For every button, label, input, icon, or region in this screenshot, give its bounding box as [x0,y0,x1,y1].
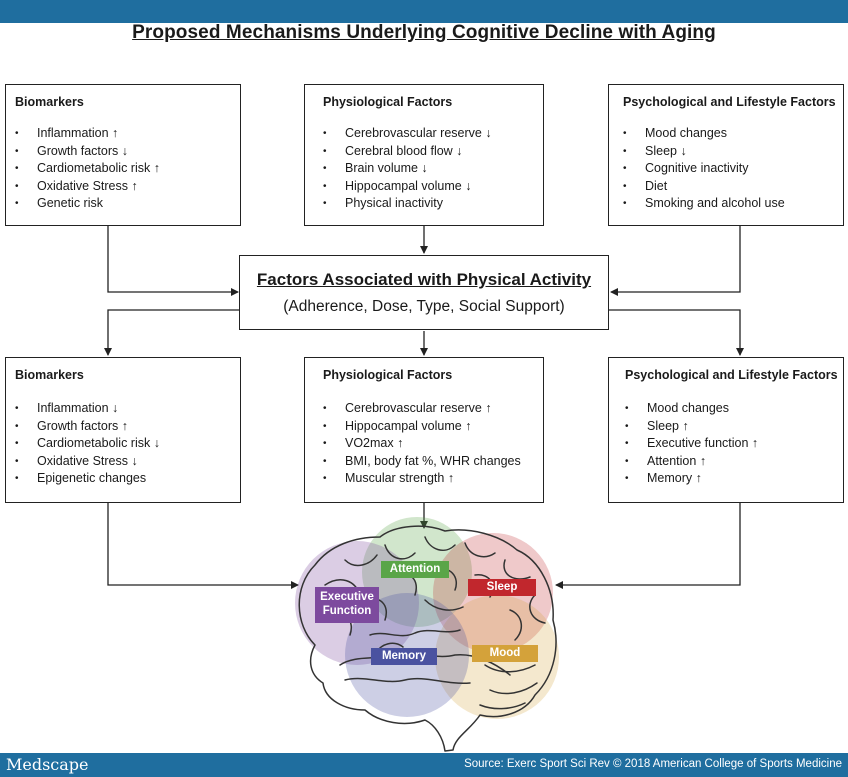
box-title: Physiological Factors [323,368,453,382]
diagram-title: Proposed Mechanisms Underlying Cognitive… [132,22,716,43]
arrow-biomarkers-to-brain [107,503,299,589]
box-title: Psychological and Lifestyle Factors [625,368,838,382]
footer-banner: Medscape Source: Exerc Sport Sci Rev © 2… [0,753,848,777]
list-item: BMI, body fat %, WHR changes [323,453,521,471]
list-item: Sleep ↑ [625,418,758,436]
box-list: Cerebrovascular reserve ↓ Cerebral blood… [323,125,492,213]
memory-label: Memory [371,648,437,665]
box-list: Mood changes Sleep ↑ Executive function … [625,400,758,488]
list-item: Attention ↑ [625,453,758,471]
executive-function-label: Executive Function [315,587,379,623]
list-item: Growth factors ↓ [15,143,160,161]
list-item: Smoking and alcohol use [623,195,785,213]
top-biomarkers-box: Biomarkers Inflammation ↑ Growth factors… [5,84,241,226]
list-item: Growth factors ↑ [15,418,160,436]
brain-graphic [295,517,559,752]
list-item: Cerebrovascular reserve ↓ [323,125,492,143]
center-title: Factors Associated with Physical Activit… [256,270,592,289]
list-item: Hippocampal volume ↓ [323,178,492,196]
list-item: Executive function ↑ [625,435,758,453]
box-title: Physiological Factors [323,95,453,109]
list-item: Sleep ↓ [623,143,785,161]
list-item: VO2max ↑ [323,435,521,453]
list-item: Genetic risk [15,195,160,213]
physical-activity-box: Factors Associated with Physical Activit… [239,255,609,330]
arrow-psych-to-brain [555,503,741,589]
mood-label: Mood [472,645,538,662]
attention-label: Attention [381,561,449,578]
list-item: Oxidative Stress ↓ [15,453,160,471]
list-item: Oxidative Stress ↑ [15,178,160,196]
bottom-psych-box: Psychological and Lifestyle Factors Mood… [608,357,844,503]
list-item: Muscular strength ↑ [323,470,521,488]
arrow-center-to-psych [609,309,744,356]
medscape-logo: Medscape [6,755,89,774]
list-item: Cardiometabolic risk ↑ [15,160,160,178]
list-item: Memory ↑ [625,470,758,488]
list-item: Inflammation ↓ [15,400,160,418]
box-title: Psychological and Lifestyle Factors [623,95,836,109]
box-list: Inflammation ↑ Growth factors ↓ Cardiome… [15,125,160,213]
box-title: Biomarkers [15,368,84,382]
top-physiological-box: Physiological Factors Cerebrovascular re… [304,84,544,226]
list-item: Physical inactivity [323,195,492,213]
list-item: Epigenetic changes [15,470,160,488]
box-list: Mood changes Sleep ↓ Cognitive inactivit… [623,125,785,213]
center-subtitle: (Adherence, Dose, Type, Social Support) [283,298,565,315]
top-psych-box: Psychological and Lifestyle Factors Mood… [608,84,844,226]
list-item: Cognitive inactivity [623,160,785,178]
brain-illustration: Executive Function Attention Sleep Memor… [285,515,570,755]
list-item: Hippocampal volume ↑ [323,418,521,436]
arrow-center-to-biomarkers [104,309,239,356]
source-credit: Source: Exerc Sport Sci Rev © 2018 Ameri… [464,758,842,770]
bottom-biomarkers-box: Biomarkers Inflammation ↓ Growth factors… [5,357,241,503]
box-title: Biomarkers [15,95,84,109]
box-list: Inflammation ↓ Growth factors ↑ Cardiome… [15,400,160,488]
list-item: Cardiometabolic risk ↓ [15,435,160,453]
list-item: Cerebrovascular reserve ↑ [323,400,521,418]
list-item: Brain volume ↓ [323,160,492,178]
sleep-label: Sleep [468,579,536,596]
top-banner [0,0,848,23]
list-item: Diet [623,178,785,196]
arrow-biomarkers-to-center [107,226,239,296]
list-item: Mood changes [623,125,785,143]
box-list: Cerebrovascular reserve ↑ Hippocampal vo… [323,400,521,488]
executive-label-line-1: Executive [320,591,374,603]
bottom-physiological-box: Physiological Factors Cerebrovascular re… [304,357,544,503]
executive-label-line-2: Function [322,605,372,617]
list-item: Inflammation ↑ [15,125,160,143]
arrow-psych-to-center [610,226,741,296]
list-item: Mood changes [625,400,758,418]
list-item: Cerebral blood flow ↓ [323,143,492,161]
